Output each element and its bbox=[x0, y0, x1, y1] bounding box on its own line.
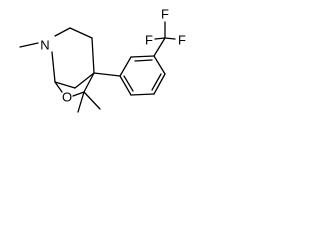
atom-nitrogen: N bbox=[40, 38, 49, 53]
bond-n-bridgehead bbox=[51, 51, 56, 83]
bond-methyl-b bbox=[83, 91, 101, 110]
bond-ring-double-c bbox=[123, 75, 134, 92]
bond-ring-5 bbox=[130, 93, 155, 96]
atom-fluorine-left: F bbox=[145, 33, 153, 48]
bond-bridgehead-ch2 bbox=[54, 81, 76, 89]
bond-bridgehead-o bbox=[54, 81, 63, 93]
chemical-structure: N O F F F bbox=[19, 7, 186, 113]
bond-n-methyl bbox=[19, 42, 39, 48]
bond-cme2-quaternary bbox=[83, 72, 95, 93]
bond-ring-2 bbox=[130, 55, 155, 58]
bond-ring-6 bbox=[119, 75, 132, 96]
bond-quaternary-aryl bbox=[93, 72, 121, 77]
bond-ring-double-a bbox=[134, 59, 153, 62]
atom-oxygen: O bbox=[62, 90, 72, 105]
bond-methyl-a bbox=[77, 91, 85, 113]
bond-ch2-quaternary-lower bbox=[74, 72, 95, 89]
bond-o-cme2 bbox=[72, 91, 85, 97]
bond-c-f-right bbox=[164, 37, 176, 40]
bond-ring-1 bbox=[119, 56, 132, 77]
atom-fluorine-right: F bbox=[178, 33, 186, 48]
bond-ch2-ch2 bbox=[69, 27, 93, 39]
atom-fluorine-top: F bbox=[161, 7, 169, 22]
bond-ring-double-b bbox=[151, 73, 162, 91]
bond-ch2-quaternary bbox=[91, 37, 95, 74]
bond-ring-3 bbox=[153, 55, 166, 75]
bond-n-ch2 bbox=[54, 27, 71, 37]
bond-c-f-left bbox=[154, 37, 166, 40]
bond-aryl-cf3 bbox=[153, 37, 166, 57]
bond-ring-4 bbox=[153, 73, 166, 95]
